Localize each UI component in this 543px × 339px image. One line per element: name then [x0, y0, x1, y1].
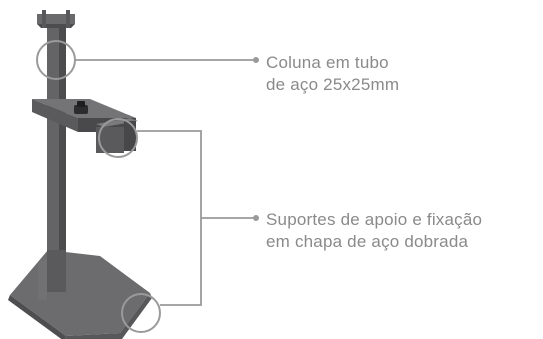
callout-label-column-line2: de aço 25x25mm: [266, 75, 400, 94]
callout-label-supports: Suportes de apoio e fixação em chapa de …: [266, 209, 482, 253]
callout-label-supports-line2: em chapa de aço dobrada: [266, 232, 469, 251]
callout-label-column: Coluna em tubo de aço 25x25mm: [266, 52, 399, 96]
base-plate: [8, 250, 152, 339]
leader-dot-1: [253, 57, 259, 63]
callout-circle-base: [121, 293, 161, 333]
leader-lines: [75, 59, 254, 306]
callout-circle-clamp: [98, 118, 138, 158]
callout-label-supports-line1: Suportes de apoio e fixação: [266, 210, 483, 229]
callout-label-column-line1: Coluna em tubo: [266, 53, 389, 72]
leader-dot-2: [253, 215, 259, 221]
top-bracket: [37, 10, 75, 28]
